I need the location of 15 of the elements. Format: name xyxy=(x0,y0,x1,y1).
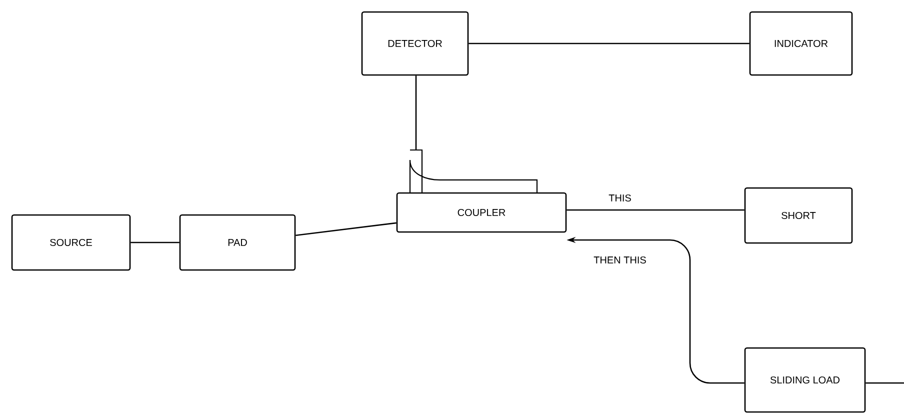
connector-line xyxy=(130,242,180,244)
coupler-box: COUPLER xyxy=(396,192,567,233)
connector-line xyxy=(468,42,750,44)
pad-box: PAD xyxy=(179,214,296,271)
short-box: SHORT xyxy=(744,187,853,244)
source-box: SOURCE xyxy=(11,214,131,271)
edge-label: THIS xyxy=(608,193,632,203)
load-box: SLIDING LOAD xyxy=(744,347,866,413)
connector-line xyxy=(296,222,396,236)
connector-line xyxy=(866,382,904,384)
edge-label: THEN THIS xyxy=(592,255,648,265)
connector-line xyxy=(415,76,417,150)
detector-box: DETECTOR xyxy=(361,11,469,76)
connector-line xyxy=(566,209,744,211)
indicator-box: INDICATOR xyxy=(749,11,853,76)
